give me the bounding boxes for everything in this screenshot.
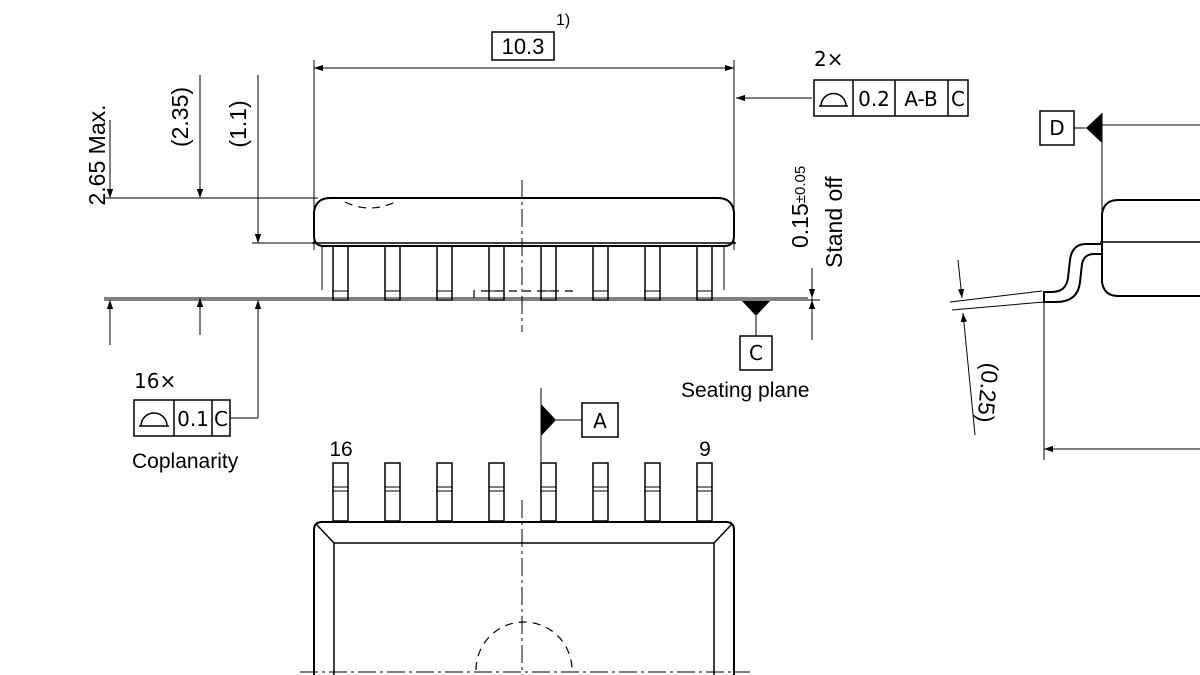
seating-plane-label: Seating plane (681, 379, 809, 402)
side-lead (644, 245, 661, 301)
dim-width: 10.3 (502, 34, 545, 59)
side-view: 2.65 Max. (2.35) (1.1) 10.3 1) 0.15±0.05… (84, 12, 847, 418)
end-view: D (0.25) (949, 110, 1200, 460)
top-body-inner-bevel (315, 523, 733, 675)
coplanarity-feature-control-frame: 16× 0.1 C Coplanarity (132, 369, 258, 473)
top-lead (644, 462, 661, 522)
top-lead (384, 462, 401, 522)
profile-count: 2× (814, 47, 843, 71)
datum-c-box (739, 335, 773, 371)
standoff-label: Stand off (821, 176, 847, 268)
profile-datum-ref-1: A-B (904, 87, 937, 111)
coplanarity-datum-ref: C (214, 407, 228, 431)
datum-a-triangle (541, 404, 556, 436)
top-lead (332, 462, 349, 522)
dim-lead-height: (1.1) (225, 100, 251, 147)
dim-lead-thickness: (0.25) (972, 362, 1003, 424)
end-body-outline (1101, 199, 1200, 297)
end-lead (1043, 243, 1102, 303)
top-lead (696, 462, 713, 522)
side-dashed-pad (473, 290, 573, 298)
standoff-value: 0.15±0.05 (787, 166, 813, 248)
dim-width-note: 1) (556, 12, 570, 29)
side-lead (540, 245, 557, 301)
profile-feature-control-frame: 2× 0.2 A-B C (813, 47, 969, 117)
profile-datum-ref-2: C (951, 87, 965, 111)
datum-a-label: A (593, 409, 607, 433)
top-lead (436, 462, 453, 522)
top-view: A 16 9 (300, 388, 750, 675)
top-pin1-dashed-arc (475, 621, 573, 671)
dim-height-max: 2.65 Max. (84, 105, 110, 206)
profile-of-surface-icon (819, 92, 848, 107)
profile-tolerance: 0.2 (858, 87, 890, 111)
pin-16-label: 16 (329, 438, 352, 461)
profile-of-surface-icon (139, 412, 169, 427)
side-lead (696, 245, 713, 301)
datum-d-label: D (1049, 116, 1064, 140)
coplanarity-tolerance: 0.1 (177, 407, 209, 431)
datum-c-triangle (742, 301, 770, 316)
pin-9-label: 9 (699, 438, 711, 461)
top-lead (488, 462, 505, 522)
dim-width-box (491, 31, 555, 61)
top-body-outline (313, 521, 735, 675)
side-lead (488, 245, 505, 301)
datum-c-label: C (749, 341, 763, 365)
datum-d-triangle (1086, 113, 1102, 143)
side-lead (436, 245, 453, 301)
datum-a-box (581, 402, 619, 438)
dim-body-height: (2.35) (167, 87, 193, 147)
side-lead (592, 245, 609, 301)
top-lead (540, 462, 557, 522)
coplanarity-count: 16× (134, 369, 176, 393)
side-lead (332, 245, 349, 301)
side-body-outline (313, 197, 735, 247)
side-leads (321, 245, 725, 301)
coplanarity-label: Coplanarity (132, 450, 239, 473)
side-notch-dashed (344, 201, 396, 209)
top-lead (592, 462, 609, 522)
side-lead (384, 245, 401, 301)
